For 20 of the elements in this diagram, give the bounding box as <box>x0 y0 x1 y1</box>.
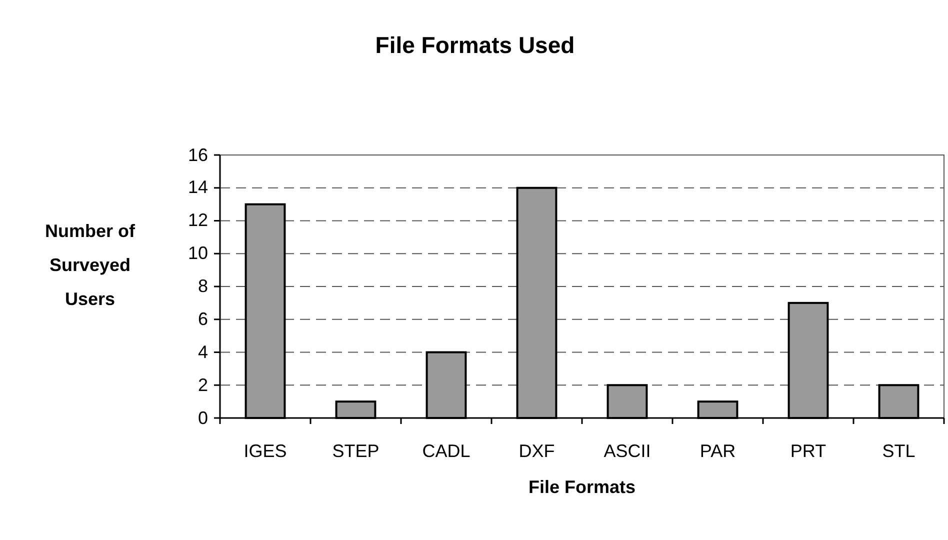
chart-title: File Formats Used <box>375 32 575 58</box>
tick-label: 4 <box>198 342 208 363</box>
category-label: STEP <box>332 440 380 462</box>
tick-label: 2 <box>198 374 208 396</box>
axis-title: File Formats <box>528 476 636 498</box>
category-label: PRT <box>790 440 826 462</box>
tick-label: 6 <box>198 308 208 330</box>
category-label: PAR <box>700 440 736 462</box>
axis-title: Number of Surveyed Users <box>44 220 136 311</box>
category-label: DXF <box>518 440 555 462</box>
category-label: ASCII <box>604 440 651 462</box>
tick-label: 12 <box>188 210 208 232</box>
tick-label: 16 <box>188 144 208 166</box>
tick-label: 10 <box>188 243 208 264</box>
category-label: CADL <box>422 440 470 462</box>
tick-label: 14 <box>188 177 208 198</box>
tick-label: 8 <box>198 276 208 297</box>
category-label: STL <box>882 440 916 462</box>
category-label: IGES <box>244 440 287 462</box>
tick-label: 0 <box>198 408 208 428</box>
